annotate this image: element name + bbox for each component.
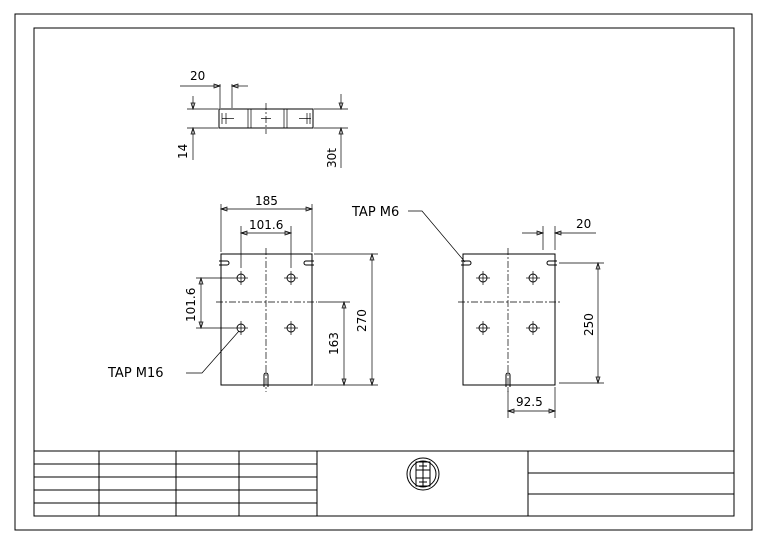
side-view: 20 250 92.5 TAP M6 [351,205,604,418]
front-view-holes [234,271,298,335]
front-view-hole-spacing-y-dim: 101.6 [184,288,198,322]
inner-frame [33,27,735,517]
front-view-tap-callout: TAP M16 [107,366,164,381]
top-view: 20 14 30t [176,69,348,168]
side-view-holes [476,271,540,335]
side-view-height-dim: 250 [582,313,596,336]
side-view-plate [462,253,556,386]
side-view-bottom-offset-dim: 92.5 [516,395,543,409]
outer-frame [14,13,753,531]
front-view-plate [220,253,313,386]
top-view-height-dim: 14 [176,144,190,159]
front-view-overall-height-dim: 270 [355,309,369,332]
side-view-tap-callout: TAP M6 [351,205,399,220]
company-seal-icon [406,457,440,491]
side-view-slot-width-dim: 20 [576,217,591,231]
title-block [34,450,734,516]
front-view-center-height-dim: 163 [327,332,341,355]
top-view-width-dim: 20 [190,69,205,83]
front-view: 185 101.6 101.6 270 163 TAP M16 [107,194,378,392]
top-view-thickness-dim: 30t [325,148,339,168]
front-view-hole-spacing-x-dim: 101.6 [249,218,283,232]
front-view-overall-width-dim: 185 [255,194,278,208]
